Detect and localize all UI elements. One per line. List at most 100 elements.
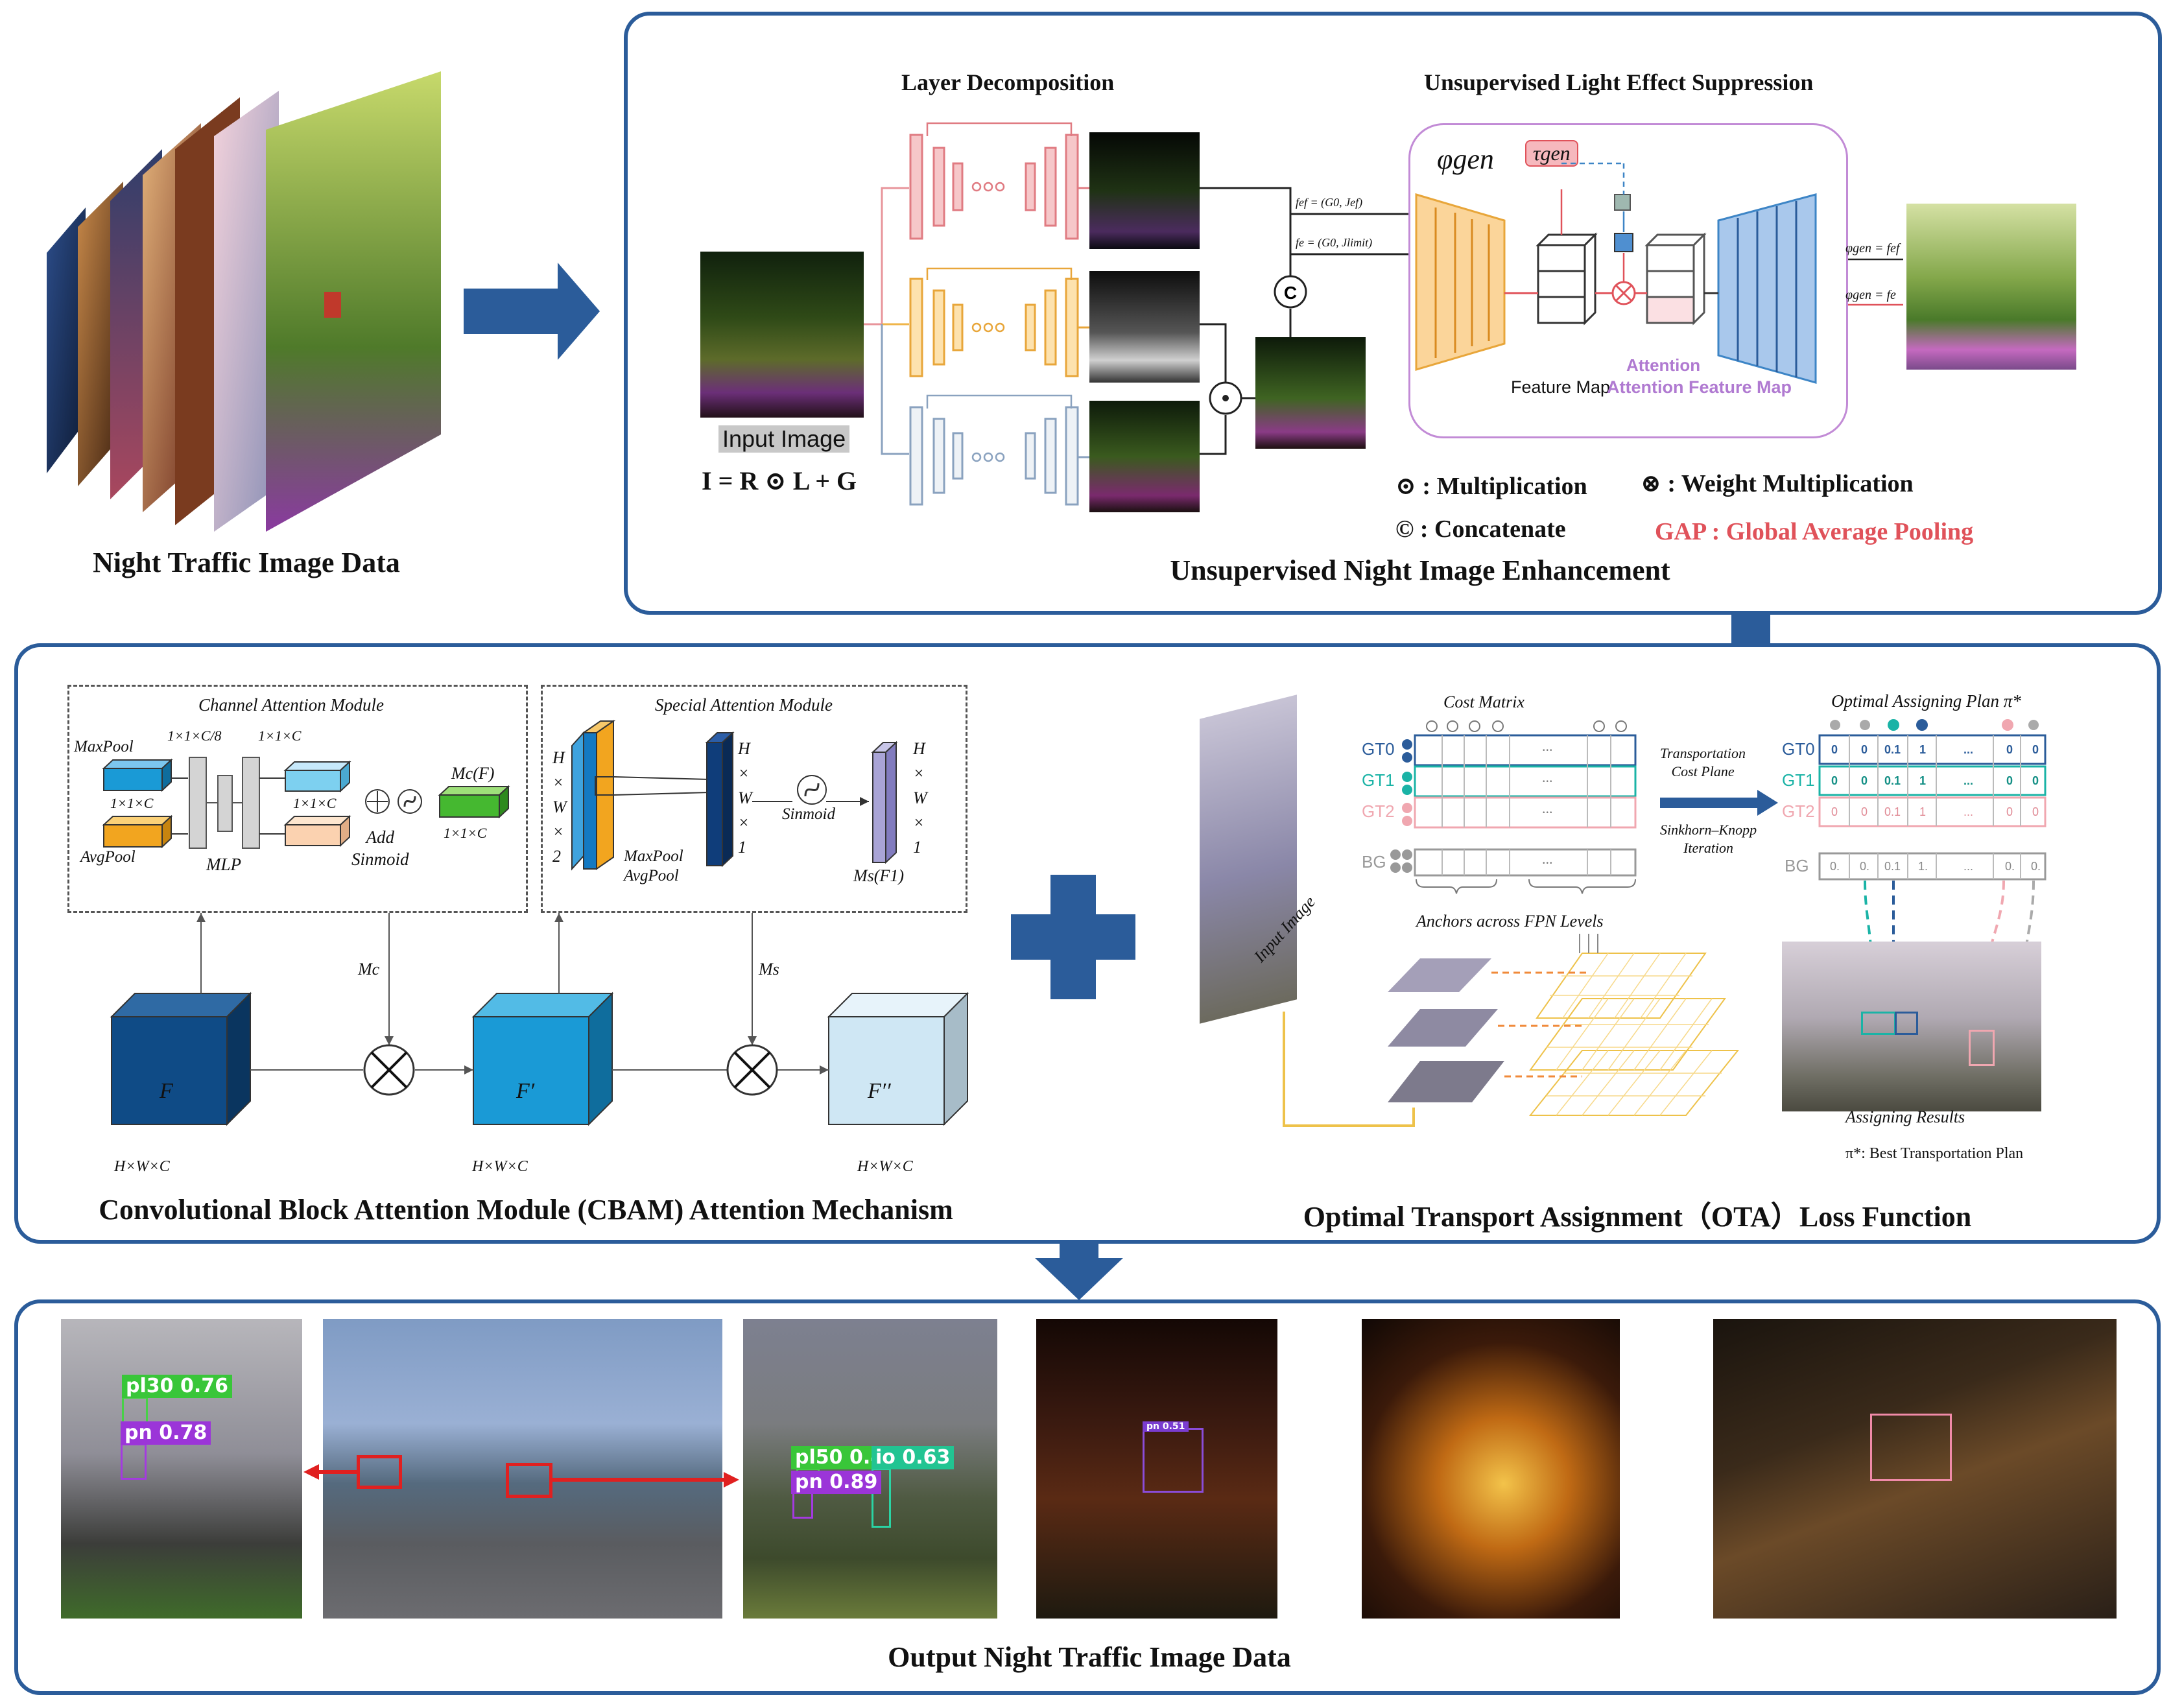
plan-cell: 0 [1861, 805, 1868, 818]
ms-f1-label: Ms(F1) [853, 866, 904, 885]
light-effect-image [1089, 401, 1200, 512]
legend-weight-multiplication: ⊗ : Weight Multiplication [1641, 470, 1914, 497]
attention-feature-map-label: Attention Feature Map [1607, 377, 1792, 397]
gt0-label-left: GT0 [1362, 739, 1395, 759]
detection-box-yield [1870, 1414, 1952, 1481]
detection-class: pn [125, 1421, 152, 1444]
f-prime-cube-label: F′ [516, 1079, 535, 1103]
plan-cell: 0. [2005, 860, 2015, 873]
detection-class: pl30 [126, 1375, 174, 1397]
f-ef-label: fef = (G0, Jef) [1296, 196, 1363, 209]
enhancement-panel [624, 12, 2162, 615]
anchors-label: Anchors across FPN Levels [1416, 912, 1604, 931]
plan-cell: 0 [1831, 805, 1838, 818]
output-image-2 [323, 1319, 722, 1619]
plan-cell: 0 [2006, 774, 2013, 787]
maxpool-avgpool-label: MaxPool AvgPool [624, 848, 683, 884]
input-image-label: Input Image [718, 425, 850, 453]
detection-score: 0.89 [829, 1471, 878, 1493]
plan-cell: ... [1963, 860, 1974, 873]
mlp-label: MLP [206, 855, 241, 874]
ota-caption: Optimal Transport Assignment（OTA）Loss Fu… [1303, 1201, 1972, 1233]
hwx2-label: H × W × 2 [552, 748, 567, 866]
cost-gt0-ellipsis: ... [1542, 738, 1553, 754]
detection-score: 0.63 [902, 1446, 951, 1469]
arrow-right-icon [464, 263, 600, 360]
detection-tag-pn3: pn 0.51 [1143, 1421, 1189, 1432]
plan-cell: 0 [1861, 774, 1868, 787]
output-caption: Output Night Traffic Image Data [888, 1641, 1291, 1673]
best-plan-label: π*: Best Transportation Plan [1845, 1145, 2024, 1162]
bg-label-right: BG [1785, 856, 1809, 875]
plan-cell: 0 [2032, 805, 2039, 818]
hwc-1-label: H×W×C [114, 1158, 170, 1175]
detection-box-pn2 [792, 1491, 813, 1519]
decomposition-equation: I = R ⊙ L + G [702, 466, 857, 495]
spatial-module-title: Special Attention Module [655, 695, 833, 715]
ms-label: Ms [759, 960, 779, 979]
decomposition-networks: C [864, 122, 1408, 506]
light-suppression-title: Unsupervised Light Effect Suppression [1424, 69, 1814, 95]
plan-cell: 0 [2032, 774, 2039, 787]
plan-cell: 0 [1831, 743, 1838, 756]
input-stack-caption: Night Traffic Image Data [93, 547, 400, 578]
reflectance-image [1089, 132, 1200, 249]
plan-row-gt0: 0 0 0.1 1 ... 0 0 [1820, 735, 2045, 764]
plan-cell: 0 [1861, 743, 1868, 756]
mc-f-label: Mc(F) [451, 764, 495, 783]
svg-text:C: C [1284, 283, 1297, 303]
assigning-results-image [1782, 942, 2041, 1111]
detection-class: pn [795, 1471, 823, 1493]
plan-cell: ... [1963, 743, 1974, 756]
output-image-6 [1713, 1319, 2117, 1619]
c1-top-label: 1×1×C [258, 728, 302, 744]
plan-cell: 0 [2006, 805, 2013, 818]
plan-cell: 1 [1919, 774, 1927, 787]
cost-bg-ellipsis: ... [1542, 851, 1553, 867]
gt1-label-left: GT1 [1362, 770, 1395, 790]
plan-cell: ... [1963, 774, 1974, 787]
feature-map-label: Feature Map [1511, 377, 1611, 397]
detection-class: io [875, 1446, 896, 1469]
sinmoid-label: Sinmoid [782, 805, 835, 823]
output-image-5 [1362, 1319, 1620, 1619]
detection-box-pn3 [1143, 1428, 1204, 1493]
arrow-down-icon [1035, 1200, 1123, 1300]
detection-box-right [506, 1463, 552, 1498]
output-image-4 [1036, 1319, 1277, 1619]
c1-green-label: 1×1×C [444, 825, 487, 841]
legend-gap: GAP : Global Average Pooling [1655, 518, 1974, 545]
assigning-results-label: Assigning Results [1845, 1108, 1965, 1126]
plan-cell: 1 [1919, 805, 1927, 818]
detection-tag-pn: pn 0.78 [121, 1421, 211, 1445]
plan-cell: 0 [1831, 774, 1838, 787]
cost-gt2-ellipsis: ... [1542, 800, 1553, 816]
detection-class: pl50 [795, 1446, 843, 1469]
channel-attention-module [67, 685, 528, 913]
maxpool-label: MaxPool [74, 738, 134, 755]
f-cube-label: F [160, 1079, 173, 1103]
detection-tag-pl30: pl30 0.76 [122, 1375, 232, 1398]
result-box-blue [1895, 1012, 1918, 1035]
layer-decomposition-title: Layer Decomposition [901, 69, 1115, 95]
plan-cell: 0. [1830, 860, 1840, 873]
plan-cell: 0 [2006, 743, 2013, 756]
avgpool-label: AvgPool [80, 848, 136, 866]
enhanced-output-image [1906, 204, 2076, 370]
cost-matrix-title: Cost Matrix [1443, 693, 1524, 711]
detection-score: 0.76 [180, 1375, 228, 1397]
hwx1-label: H × W × 1 [738, 739, 752, 857]
cbam-caption: Convolutional Block Attention Module (CB… [99, 1194, 953, 1226]
plan-row-bg: 0. 0. 0.1 1. ... 0. 0. [1820, 853, 2045, 879]
generator-network [1415, 162, 1903, 384]
f-dprime-cube-label: F′′ [868, 1079, 891, 1103]
gt1-label-right: GT1 [1782, 770, 1815, 790]
gt2-label-left: GT2 [1362, 801, 1395, 821]
result-box-pink [1969, 1030, 1995, 1066]
attention-word-label: Attention [1626, 355, 1701, 375]
output-image-1 [61, 1319, 302, 1619]
plan-cell: 0.1 [1884, 805, 1901, 818]
